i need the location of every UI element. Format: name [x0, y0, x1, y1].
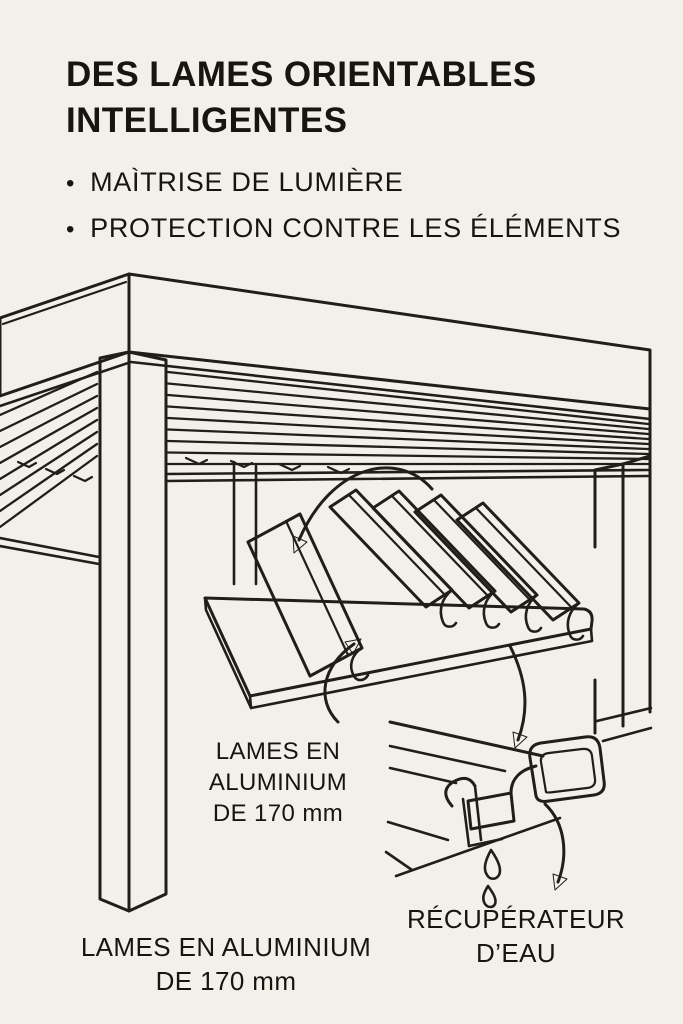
- louver-blade-5: [455, 501, 585, 641]
- feature-label: PROTECTION CONTRE LES ÉLÉMENTS: [90, 213, 622, 243]
- rotation-arrow-icon: [292, 466, 434, 554]
- louver-blade-3: [371, 489, 501, 629]
- water-drops-icon: [482, 848, 502, 909]
- feature-label: MAÌTRISE DE LUMIÈRE: [90, 167, 404, 197]
- louver-blade-rotated: [246, 512, 370, 682]
- left-post: [98, 350, 168, 913]
- label-louver-main: LAMES EN ALUMINIUM DE 170 mm: [80, 932, 372, 997]
- louver-blade-2: [328, 488, 458, 628]
- page-title: DES LAMES ORIENTABLES INTELLIGENTES: [66, 52, 537, 144]
- louver-tray: [203, 596, 594, 710]
- title-line-1: DES LAMES ORIENTABLES: [66, 55, 537, 94]
- louver-ceiling-left: [0, 370, 101, 566]
- gutter-link-arrow-icon: [508, 644, 528, 749]
- rear-post: [232, 460, 258, 586]
- feature-item-light: • MAÌTRISE DE LUMIÈRE: [66, 160, 621, 206]
- label-water-collector: RÉCUPÉRATEUR D’EAU: [406, 904, 626, 969]
- louver-blades: [246, 488, 585, 682]
- label-louver-detail: LAMES EN ALUMINIUM DE 170 mm: [208, 738, 348, 828]
- gutter-rail: [384, 706, 653, 878]
- feature-item-protection: • PROTECTION CONTRE LES ÉLÉMENTS: [66, 206, 621, 252]
- right-post: [593, 407, 652, 735]
- gutter-label-arrow-icon: [543, 802, 568, 891]
- detail-label-arrow-icon: [323, 638, 362, 724]
- gutter-profile: [444, 735, 606, 848]
- bullet-icon: •: [66, 216, 76, 243]
- louver-blade-4: [413, 493, 543, 633]
- louver-ceiling-right: [164, 370, 650, 483]
- feature-list: • MAÌTRISE DE LUMIÈRE • PROTECTION CONTR…: [66, 160, 621, 252]
- bullet-icon: •: [66, 170, 76, 197]
- title-line-2: INTELLIGENTES: [66, 100, 348, 140]
